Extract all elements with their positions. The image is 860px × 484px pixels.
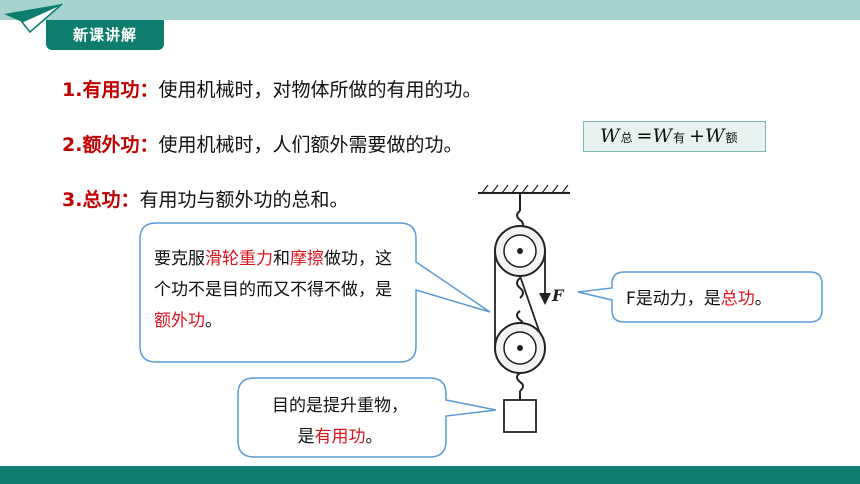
section-badge: 新课讲解 [46, 20, 164, 50]
definition-useful-work: 1.有用功：使用机械时，对物体所做的有用的功。 [62, 75, 481, 102]
callout-highlight: 滑轮重力 [205, 249, 273, 269]
definition-term: 1.有用功： [62, 79, 159, 101]
callout-text: 和 [273, 249, 290, 269]
callout-highlight: 有用功 [314, 427, 366, 447]
callout-text: 。 [205, 311, 222, 331]
bottom-band [0, 466, 860, 484]
formula-sub-total: 总 [620, 131, 633, 145]
formula-sub-useful: 有 [673, 131, 686, 145]
top-band [0, 0, 860, 20]
callout-text: 。 [365, 427, 383, 447]
formula-w: W [600, 125, 620, 147]
formula-equals: = [636, 125, 653, 147]
definition-text: 使用机械时，人们额外需要做的功。 [158, 134, 463, 156]
callout-text: 做功，这个功不是目的而又不得不做，是 [154, 249, 392, 300]
callout-text: 要克服 [154, 249, 205, 269]
definition-term: 3.总功： [62, 189, 140, 211]
formula-plus: + [689, 125, 705, 147]
pulley-diagram: F [478, 184, 570, 433]
work-formula: W总=W有+W额 [583, 121, 766, 152]
callout-highlight: 摩擦 [290, 249, 324, 269]
callout-text: 目的是提升重物， [272, 396, 408, 416]
formula-sub-extra: 额 [725, 131, 738, 145]
paper-plane-icon [4, 3, 63, 34]
definition-term: 2.额外功： [62, 134, 159, 156]
formula-w: W [704, 125, 725, 147]
callout-highlight: 额外功 [154, 311, 205, 331]
force-arrow-head [539, 293, 551, 305]
definition-text: 使用机械时，对物体所做的有用的功。 [158, 79, 482, 101]
definition-extra-work: 2.额外功：使用机械时，人们额外需要做的功。 [62, 130, 462, 157]
force-label: F [551, 286, 565, 305]
callout-text: 是 [297, 427, 315, 447]
definition-text: 有用功与额外功的总和。 [139, 189, 349, 211]
formula-w: W [652, 125, 672, 147]
callout-left-text: 要克服滑轮重力和摩擦做功，这个功不是目的而又不得不做，是额外功。 [154, 244, 399, 337]
weight-block [503, 399, 537, 433]
callout-text: F是动力，是 [626, 289, 721, 309]
definition-total-work: 3.总功：有用功与额外功的总和。 [62, 185, 348, 212]
callout-text: 。 [754, 289, 772, 309]
callout-highlight: 总功 [720, 289, 755, 309]
callout-bottom-text: 目的是提升重物， 是有用功。 [250, 391, 430, 453]
callout-right-text: F是动力，是总功。 [626, 284, 816, 315]
